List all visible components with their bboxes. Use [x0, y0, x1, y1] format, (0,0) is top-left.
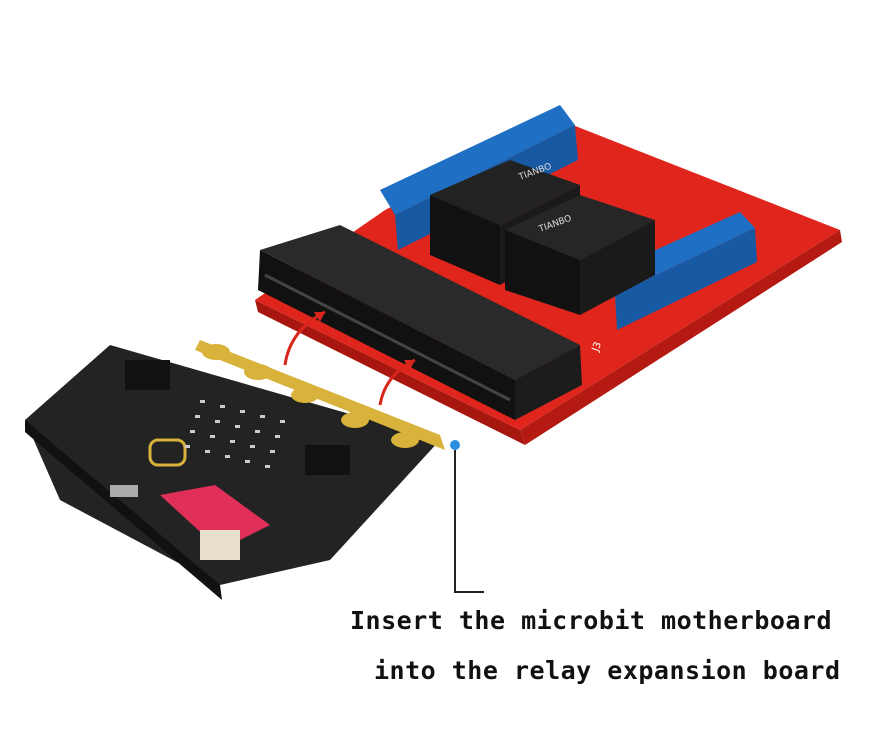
- callout-line: [454, 450, 484, 593]
- callout-dot: [450, 440, 460, 450]
- edge-connector: J3: [258, 225, 604, 420]
- battery-connector-icon: [200, 530, 240, 560]
- relays: TIANBO TIANBO: [430, 160, 655, 315]
- connector-label: J3: [590, 341, 604, 354]
- led-matrix: [185, 400, 285, 468]
- microbit-board: [25, 340, 445, 600]
- usb-port-icon: [110, 485, 138, 497]
- caption-line-1: Insert the microbit motherboard: [350, 606, 833, 635]
- button-a-icon: [125, 360, 170, 390]
- logo-icon: [148, 438, 187, 467]
- caption-line-2: into the relay expansion board: [374, 656, 841, 685]
- button-b-icon: [305, 445, 350, 475]
